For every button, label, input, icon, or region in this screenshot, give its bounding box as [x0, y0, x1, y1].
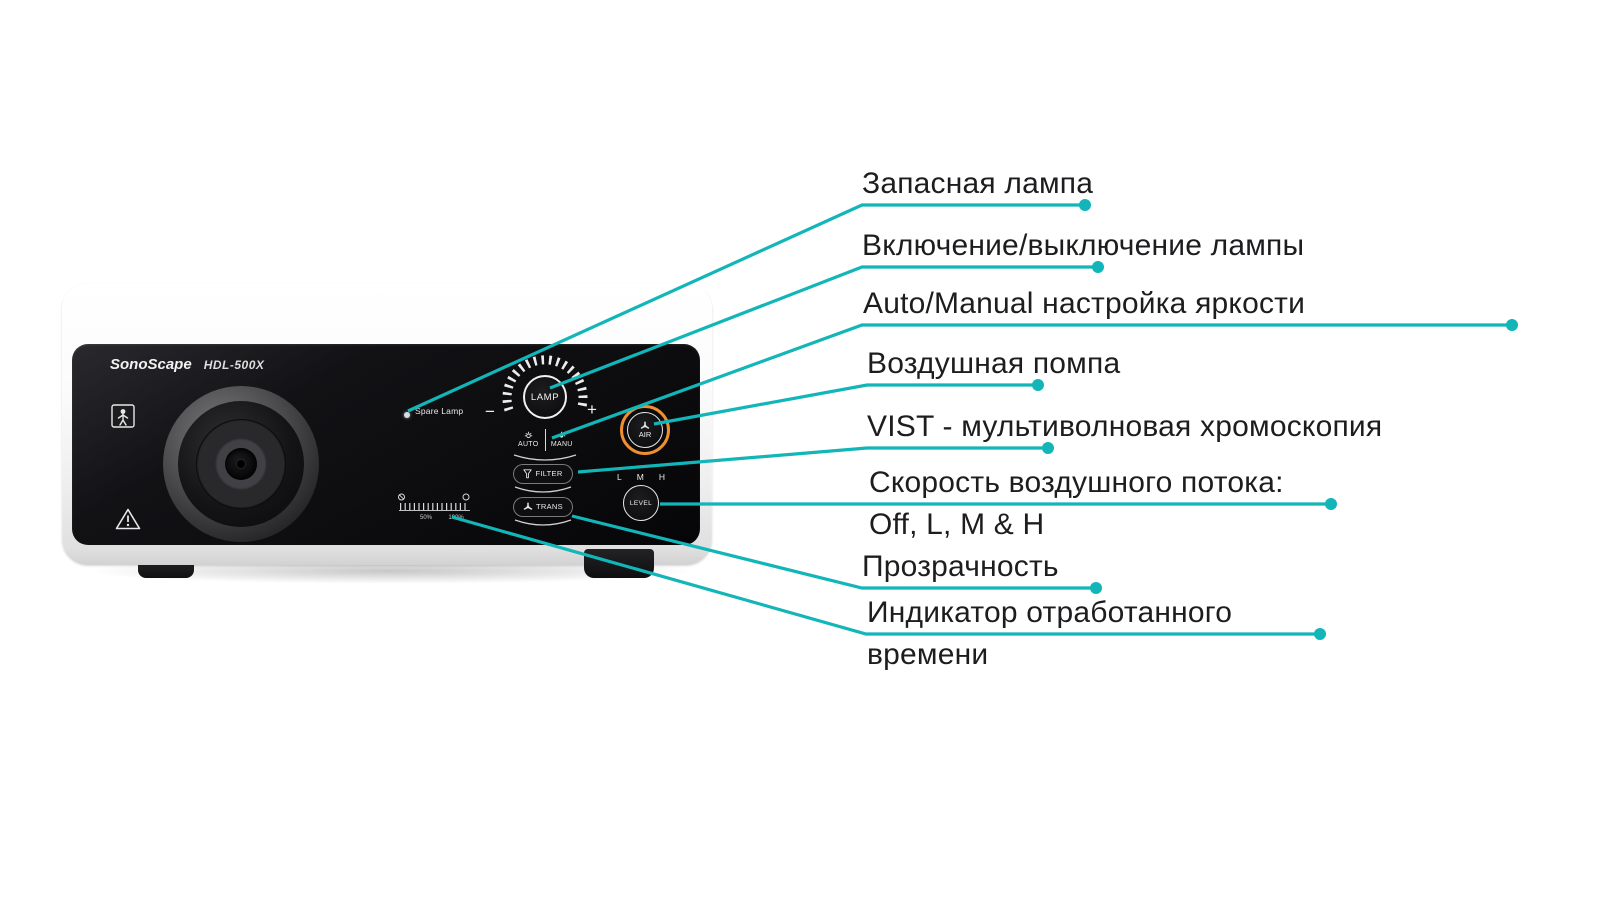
- callout-dot-airflow-speed: [1325, 498, 1337, 510]
- hour-meter-50-label: 50%: [420, 515, 433, 521]
- callout-dot-hour-indicator: [1314, 628, 1326, 640]
- manu-button: MANU: [546, 428, 579, 452]
- filter-button-label: FILTER: [535, 469, 563, 478]
- label-hour-indicator-line2: времени: [867, 638, 989, 671]
- auto-mode-icon: [524, 431, 532, 439]
- applied-part-person-icon: [111, 404, 135, 428]
- manu-button-label: MANU: [550, 441, 573, 448]
- manual-mode-icon: [558, 431, 566, 438]
- lamp-button: LAMP: [523, 375, 567, 419]
- front-panel: SonoScape HDL-500X Spare Lamp: [72, 344, 700, 545]
- device-sonoscape-hdl500x: SonoScape HDL-500X Spare Lamp: [0, 0, 800, 700]
- filter-funnel-icon: [523, 469, 533, 479]
- auto-button: AUTO: [512, 428, 545, 452]
- label-hour-indicator: Индикатор отработанного времени: [867, 592, 1232, 676]
- label-airflow-speed: Скорость воздушного потока: Off, L, M & …: [869, 462, 1284, 546]
- label-lamp-power: Включение/выключение лампы: [862, 225, 1304, 267]
- auto-manu-bracket: [513, 454, 577, 461]
- level-scale-m: M: [636, 472, 644, 482]
- label-transparency: Прозрачность: [862, 546, 1059, 588]
- label-hour-indicator-line1: Индикатор отработанного: [867, 596, 1233, 629]
- brand-text: SonoScape HDL-500X: [110, 356, 264, 373]
- air-button: AIR: [627, 412, 663, 448]
- brightness-minus-symbol: −: [485, 402, 495, 421]
- label-auto-manual-text: Auto/Manual настройка яркости: [863, 287, 1306, 320]
- label-auto-manual-brightness: Auto/Manual настройка яркости: [863, 283, 1305, 325]
- label-lamp-power-text: Включение/выключение лампы: [862, 229, 1305, 262]
- level-scale-labels: L M H: [617, 473, 665, 482]
- label-vist-chromoscopy: VIST - мультиволновая хромоскопия: [867, 406, 1382, 448]
- trans-fan-icon: [523, 502, 533, 510]
- label-airflow-speed-line1: Скорость воздушного потока:: [869, 466, 1284, 499]
- lamp-button-label: LAMP: [530, 391, 560, 403]
- label-air-pump-text: Воздушная помпа: [867, 347, 1121, 380]
- label-transparency-text: Прозрачность: [862, 550, 1059, 583]
- level-scale-l: L: [617, 472, 622, 482]
- air-button-label: AIR: [638, 430, 652, 439]
- brand-name: SonoScape: [110, 356, 192, 373]
- trans-bracket: [514, 519, 572, 526]
- filter-button: FILTER: [513, 464, 573, 484]
- device-foot-right: [584, 549, 654, 578]
- level-button: LEVEL: [623, 485, 659, 521]
- level-scale-h: H: [658, 472, 665, 482]
- label-airflow-speed-line2: Off, L, M & H: [869, 508, 1045, 541]
- label-spare-lamp: Запасная лампа: [862, 163, 1093, 205]
- level-button-label: LEVEL: [629, 499, 653, 507]
- model-name: HDL-500X: [203, 358, 265, 372]
- trans-button-label: TRANS: [536, 502, 563, 511]
- label-vist-text: VIST - мультиволновая хромоскопия: [867, 410, 1383, 443]
- warning-triangle-icon: [115, 508, 141, 530]
- trans-button: TRANS: [513, 497, 573, 517]
- label-spare-lamp-text: Запасная лампа: [862, 167, 1094, 200]
- hour-meter-100-label: 100%: [448, 515, 464, 521]
- light-guide-socket-pin: [236, 459, 246, 469]
- auto-button-label: AUTO: [517, 441, 539, 448]
- filter-bracket: [514, 486, 572, 493]
- callout-dot-auto-manual: [1506, 319, 1518, 331]
- spare-lamp-led: [404, 412, 410, 418]
- hour-meter-scale: 50% 100%: [398, 493, 470, 521]
- auto-manu-group: AUTO MANU: [512, 428, 578, 452]
- spare-lamp-label: Spare Lamp: [415, 406, 464, 416]
- auto-manu-divider: [544, 429, 546, 451]
- brightness-plus-symbol: +: [587, 400, 597, 419]
- label-air-pump: Воздушная помпа: [867, 343, 1120, 385]
